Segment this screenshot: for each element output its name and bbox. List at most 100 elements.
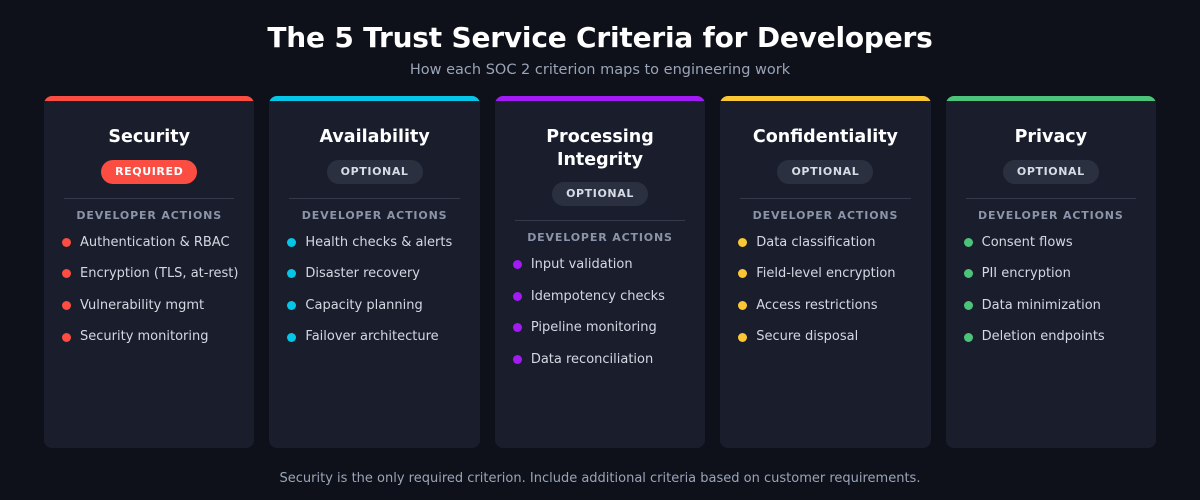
footer-note: Security is the only required criterion.… bbox=[279, 471, 921, 486]
status-badge: OPTIONAL bbox=[326, 159, 423, 184]
bullet-dot-icon bbox=[963, 269, 973, 279]
list-item: Pipeline monitoring bbox=[512, 320, 687, 336]
card-accent-bar bbox=[44, 96, 255, 102]
action-label: Consent flows bbox=[981, 234, 1073, 250]
action-label: Idempotency checks bbox=[530, 288, 665, 304]
list-item: Data classification bbox=[738, 235, 912, 251]
badge-row: OPTIONAL bbox=[964, 159, 1138, 184]
list-item: Disaster recovery bbox=[287, 266, 461, 282]
page-title: The 5 Trust Service Criteria for Develop… bbox=[267, 21, 933, 54]
action-label: Health checks & alerts bbox=[305, 234, 453, 250]
action-label: Field-level encryption bbox=[756, 266, 896, 282]
developer-actions-label: DEVELOPER ACTIONS bbox=[527, 230, 673, 244]
list-item: Idempotency checks bbox=[512, 288, 687, 305]
bullet-dot-icon bbox=[287, 332, 297, 342]
list-item: Deletion endpoints bbox=[963, 329, 1138, 345]
page-subtitle: How each SOC 2 criterion maps to enginee… bbox=[409, 62, 791, 79]
bullet-dot-icon bbox=[512, 355, 522, 365]
bullet-dot-icon bbox=[62, 332, 71, 342]
status-badge: OPTIONAL bbox=[777, 159, 874, 184]
list-item: Secure disposal bbox=[738, 329, 912, 345]
bullet-dot-icon bbox=[512, 291, 522, 301]
status-badge: OPTIONAL bbox=[552, 181, 648, 206]
bullet-dot-icon bbox=[738, 237, 748, 247]
bullet-dot-icon bbox=[963, 332, 973, 342]
list-item: Vulnerability mgmt bbox=[62, 298, 236, 314]
action-label: Input validation bbox=[530, 256, 633, 272]
badge-row: OPTIONAL bbox=[287, 159, 461, 184]
card-divider bbox=[64, 197, 235, 199]
developer-actions-label: DEVELOPER ACTIONS bbox=[978, 208, 1124, 222]
badge-row: OPTIONAL bbox=[738, 159, 912, 184]
action-label: Access restrictions bbox=[756, 297, 878, 313]
list-item: PII encryption bbox=[963, 266, 1138, 282]
action-label: Encryption (TLS, at-rest) bbox=[80, 266, 239, 282]
action-label: Pipeline monitoring bbox=[530, 320, 657, 336]
badge-row: REQUIRED bbox=[62, 159, 236, 184]
status-badge: OPTIONAL bbox=[1002, 159, 1099, 184]
list-item: Encryption (TLS, at-rest) bbox=[62, 266, 239, 282]
action-label: Data classification bbox=[756, 234, 876, 250]
header: The 5 Trust Service Criteria for Develop… bbox=[0, 0, 1200, 78]
list-item: Data reconciliation bbox=[512, 351, 687, 368]
list-item: Access restrictions bbox=[738, 298, 912, 314]
card-accent-bar bbox=[720, 96, 931, 102]
list-item: Security monitoring bbox=[62, 329, 236, 345]
bullet-dot-icon bbox=[512, 260, 522, 270]
developer-actions-label: DEVELOPER ACTIONS bbox=[76, 208, 223, 222]
bullet-dot-icon bbox=[287, 269, 297, 279]
bullet-dot-icon bbox=[738, 332, 748, 342]
developer-actions-list: Authentication & RBAC Encryption (TLS, at… bbox=[62, 235, 239, 345]
list-item: Failover architecture bbox=[287, 329, 461, 345]
card-accent-bar bbox=[494, 96, 706, 102]
list-item: Authentication & RBAC bbox=[62, 235, 236, 251]
action-label: Secure disposal bbox=[756, 329, 859, 345]
action-label: Failover architecture bbox=[305, 329, 439, 345]
card-title: Security bbox=[108, 127, 191, 148]
bullet-dot-icon bbox=[738, 269, 748, 279]
card-title: Availability bbox=[319, 127, 430, 148]
action-label: Capacity planning bbox=[305, 297, 423, 313]
developer-actions-label: DEVELOPER ACTIONS bbox=[752, 208, 899, 222]
bullet-dot-icon bbox=[62, 237, 71, 247]
card-divider bbox=[289, 197, 460, 199]
action-label: Deletion endpoints bbox=[981, 329, 1105, 345]
card-accent-bar bbox=[945, 96, 1157, 102]
card-title: Privacy bbox=[1014, 127, 1088, 148]
status-badge: REQUIRED bbox=[101, 159, 198, 184]
action-label: Data reconciliation bbox=[530, 351, 654, 367]
bullet-dot-icon bbox=[738, 301, 748, 311]
list-item: Capacity planning bbox=[287, 298, 461, 314]
card-divider bbox=[740, 197, 911, 199]
bullet-dot-icon bbox=[963, 237, 973, 247]
action-label: PII encryption bbox=[981, 266, 1071, 282]
card-title: Processing Integrity bbox=[546, 127, 654, 170]
list-item: Health checks & alerts bbox=[287, 235, 461, 251]
card-accent-bar bbox=[269, 96, 480, 102]
action-label: Data minimization bbox=[981, 297, 1101, 313]
card-divider bbox=[514, 219, 686, 221]
bullet-dot-icon bbox=[512, 323, 522, 333]
bullet-dot-icon bbox=[287, 301, 297, 311]
bullet-dot-icon bbox=[963, 301, 973, 311]
action-label: Disaster recovery bbox=[305, 266, 421, 282]
action-label: Authentication & RBAC bbox=[80, 234, 230, 250]
card-divider bbox=[965, 197, 1137, 199]
bullet-dot-icon bbox=[62, 301, 71, 311]
bullet-dot-icon bbox=[287, 237, 297, 247]
action-label: Vulnerability mgmt bbox=[80, 297, 205, 313]
developer-actions-label: DEVELOPER ACTIONS bbox=[301, 208, 448, 222]
list-item: Input validation bbox=[512, 256, 687, 273]
list-item: Field-level encryption bbox=[738, 266, 912, 282]
